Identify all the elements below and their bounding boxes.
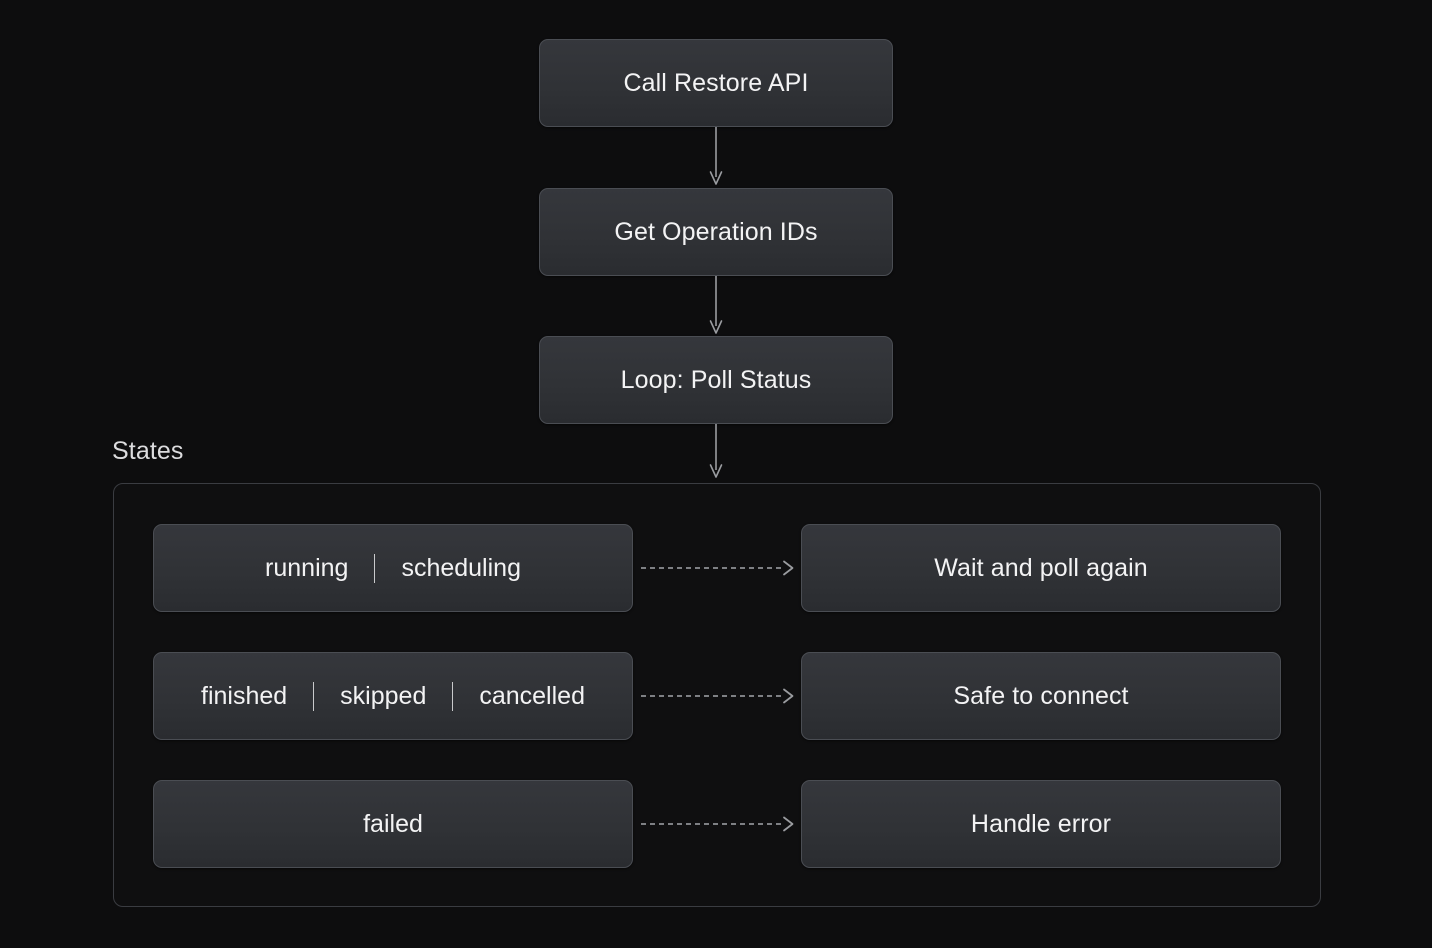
- state-token-list: finished skipped cancelled: [175, 681, 611, 711]
- flow-node-loop-poll-status[interactable]: Loop: Poll Status: [539, 336, 893, 424]
- state-box-running-scheduling[interactable]: running scheduling: [153, 524, 633, 612]
- flow-node-label: Get Operation IDs: [614, 217, 818, 246]
- state-box-failed[interactable]: failed: [153, 780, 633, 868]
- states-group-container: running scheduling Wait and poll again f…: [113, 483, 1321, 907]
- connector-arrow-right-3: [641, 810, 799, 838]
- flow-node-call-restore-api[interactable]: Call Restore API: [539, 39, 893, 127]
- state-mapping-row: finished skipped cancelled Safe to conne…: [114, 652, 1320, 740]
- connector-arrow-right-2: [641, 682, 799, 710]
- action-box-safe-to-connect[interactable]: Safe to connect: [801, 652, 1281, 740]
- action-box-label: Wait and poll again: [934, 553, 1148, 582]
- state-mapping-row: failed Handle error: [114, 780, 1320, 868]
- action-box-label: Safe to connect: [953, 681, 1129, 710]
- state-token: scheduling: [401, 553, 521, 582]
- state-mapping-row: running scheduling Wait and poll again: [114, 524, 1320, 612]
- state-token: running: [265, 553, 349, 582]
- action-box-label: Handle error: [970, 809, 1112, 838]
- states-group-title: States: [112, 437, 184, 465]
- state-box-finished-skipped-cancelled[interactable]: finished skipped cancelled: [153, 652, 633, 740]
- connector-arrow-down-3: [708, 424, 724, 482]
- state-token: cancelled: [479, 681, 585, 710]
- action-box-handle-error[interactable]: Handle error: [801, 780, 1281, 868]
- flow-node-label: Loop: Poll Status: [620, 365, 812, 394]
- state-token-separator: [374, 553, 376, 583]
- state-token-separator: [313, 681, 315, 711]
- flow-node-label: Call Restore API: [623, 68, 809, 97]
- state-token: skipped: [340, 681, 427, 710]
- connector-arrow-down-2: [708, 276, 724, 338]
- connector-arrow-down-1: [708, 127, 724, 189]
- state-token: finished: [201, 681, 288, 710]
- connector-arrow-right-1: [641, 554, 799, 582]
- state-token-list: failed: [337, 810, 449, 839]
- state-token-list: running scheduling: [239, 553, 547, 583]
- flow-node-get-operation-ids[interactable]: Get Operation IDs: [539, 188, 893, 276]
- state-token: failed: [363, 809, 423, 838]
- action-box-wait-and-poll-again[interactable]: Wait and poll again: [801, 524, 1281, 612]
- state-token-separator: [452, 681, 454, 711]
